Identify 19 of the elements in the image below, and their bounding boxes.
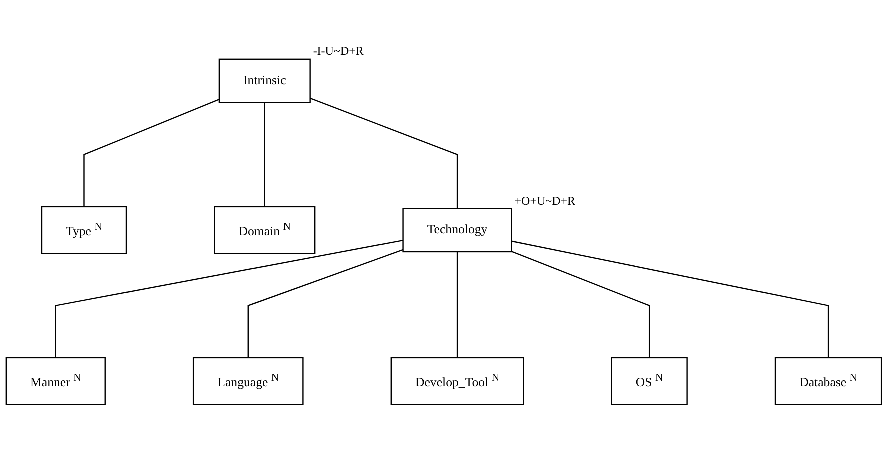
connector [84,98,220,207]
connector [456,252,458,358]
connector [512,251,650,358]
node-box: Intrinsic [218,58,311,104]
node-annotation: +O+U~D+R [514,194,576,209]
node-box: Language $^{N}$ [192,357,304,406]
node-box: Technology [402,208,512,252]
node-box: Manner $^{N}$ [6,357,106,406]
node-annotation: -I-U~D+R [313,44,364,60]
node-box: OS $^{N}$ [611,357,688,406]
connector [310,98,458,209]
node-box: Type $^{N}$ [41,206,128,254]
node-box: Database $^{N}$ [774,357,882,406]
connector [264,102,266,207]
node-box: Domain $^{N}$ [214,206,316,254]
connector [512,240,830,358]
connector [248,249,404,358]
connector [55,240,404,358]
node-box: Develop_Tool $^{N}$ [390,357,524,406]
